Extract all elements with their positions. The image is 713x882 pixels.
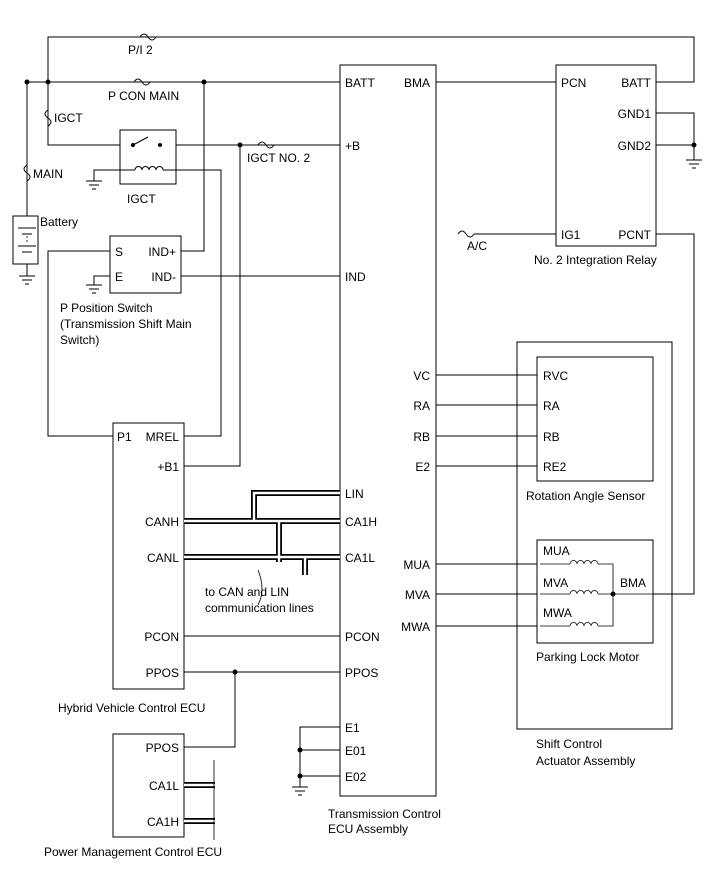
hv-pin-mrel: MREL [146, 430, 180, 444]
tcu-pin-vc: VC [413, 369, 430, 383]
shift-control-actuator-box [516, 341, 673, 730]
hv-caption: Hybrid Vehicle Control ECU [58, 701, 205, 715]
hv-pin-plus-b1: +B1 [157, 460, 179, 474]
relay-pin-batt: BATT [621, 76, 651, 90]
tcu-pin-ca1l: CA1L [345, 551, 375, 565]
p-position-switch-box [109, 235, 182, 294]
switch-caption-1: P Position Switch [60, 301, 153, 315]
fuse-label-pi2: P/I 2 [128, 43, 153, 57]
tcu-pin-ca1h: CA1H [345, 515, 377, 529]
motor-coils [569, 560, 599, 627]
fuse-label-ac: A/C [467, 239, 487, 253]
ground-symbols [19, 159, 702, 796]
igct-relay-caption: IGCT [127, 192, 156, 206]
tcu-pin-ind: IND [345, 270, 366, 284]
switch-pin-ind-plus: IND+ [148, 245, 176, 259]
switch-pin-s: S [115, 245, 123, 259]
tcu-pin-plus-b: +B [345, 139, 360, 153]
motor-pin-bma: BMA [620, 576, 646, 590]
relay-pin-pcn: PCN [561, 76, 586, 90]
igct-relay-box [119, 129, 177, 185]
tcu-pin-mva: MVA [405, 588, 430, 602]
battery-caption: Battery [40, 215, 78, 229]
junction-dots [24, 79, 697, 779]
pm-pin-ca1h: CA1H [147, 815, 179, 829]
actuator-caption-2: Actuator Assembly [536, 754, 635, 768]
relay-pin-pcnt: PCNT [618, 228, 651, 242]
tcu-caption-2: ECU Assembly [328, 822, 408, 836]
sensor-pin-rvc: RVC [543, 369, 568, 383]
tcu-pin-e01: E01 [345, 744, 367, 758]
sensor-pin-ra: RA [543, 399, 560, 413]
parking-lock-motor-box [536, 539, 654, 644]
fuse-pcon-main [133, 78, 151, 86]
hv-pin-p1: P1 [117, 430, 132, 444]
rotation-angle-sensor-box [536, 356, 654, 482]
battery-symbol [18, 227, 36, 276]
can-lin-bus [184, 490, 340, 840]
sensor-pin-re2: RE2 [543, 460, 567, 474]
fuse-igct-no2 [257, 141, 275, 149]
tcu-pin-ppos: PPOS [345, 666, 378, 680]
transmission-control-ecu-box [339, 64, 437, 797]
hv-pin-canh: CANH [145, 515, 179, 529]
fuse-igct [44, 109, 52, 127]
relay-pin-gnd1: GND1 [618, 107, 652, 121]
sensor-caption: Rotation Angle Sensor [526, 489, 645, 503]
relay-caption: No. 2 Integration Relay [534, 253, 657, 267]
motor-pin-mua: MUA [543, 544, 570, 558]
hv-pin-pcon: PCON [144, 630, 179, 644]
tcu-pin-ra: RA [413, 399, 430, 413]
pm-pin-ca1l: CA1L [149, 779, 179, 793]
fuse-symbols [23, 33, 475, 238]
tcu-pin-mwa: MWA [401, 620, 430, 634]
relay-pin-ig1: IG1 [561, 228, 581, 242]
fuse-label-main: MAIN [33, 167, 63, 181]
fuse-label-igct: IGCT [54, 111, 83, 125]
fuse-label-igct-no2: IGCT NO. 2 [247, 151, 310, 165]
igct-relay-coil [134, 166, 164, 171]
fuse-pi2 [139, 33, 157, 41]
relay-pin-gnd2: GND2 [618, 139, 652, 153]
integration-relay-box [555, 64, 657, 247]
battery-box [12, 215, 39, 265]
tcu-pin-e1: E1 [345, 721, 360, 735]
bus-note-2: communication lines [205, 601, 314, 615]
tcu-pin-rb: RB [413, 430, 430, 444]
motor-pin-mva: MVA [543, 576, 568, 590]
switch-pin-e: E [115, 270, 123, 284]
hv-pin-ppos: PPOS [146, 666, 179, 680]
tcu-pin-mua: MUA [403, 558, 430, 572]
fuse-main [23, 164, 31, 182]
tcu-pin-pcon: PCON [345, 630, 380, 644]
motor-caption: Parking Lock Motor [536, 650, 639, 664]
tcu-caption-1: Transmission Control [328, 807, 441, 821]
tcu-pin-batt: BATT [345, 76, 375, 90]
switch-pin-ind-minus: IND- [151, 270, 176, 284]
switch-caption-2: (Transmission Shift Main [60, 317, 192, 331]
tcu-pin-e2: E2 [415, 460, 430, 474]
bus-note-1: to CAN and LIN [205, 585, 289, 599]
motor-pin-mwa: MWA [543, 606, 572, 620]
pm-pin-ppos: PPOS [146, 741, 179, 755]
tcu-pin-e02: E02 [345, 770, 367, 784]
actuator-caption-1: Shift Control [536, 737, 602, 751]
sensor-pin-rb: RB [543, 430, 560, 444]
tcu-pin-lin: LIN [345, 487, 364, 501]
fuse-label-pcon-main: P CON MAIN [108, 89, 179, 103]
fuse-ac [457, 230, 475, 238]
switch-caption-3: Switch) [60, 333, 99, 347]
hv-pin-canl: CANL [147, 551, 179, 565]
pm-caption: Power Management Control ECU [44, 845, 222, 859]
tcu-pin-bma: BMA [404, 76, 430, 90]
